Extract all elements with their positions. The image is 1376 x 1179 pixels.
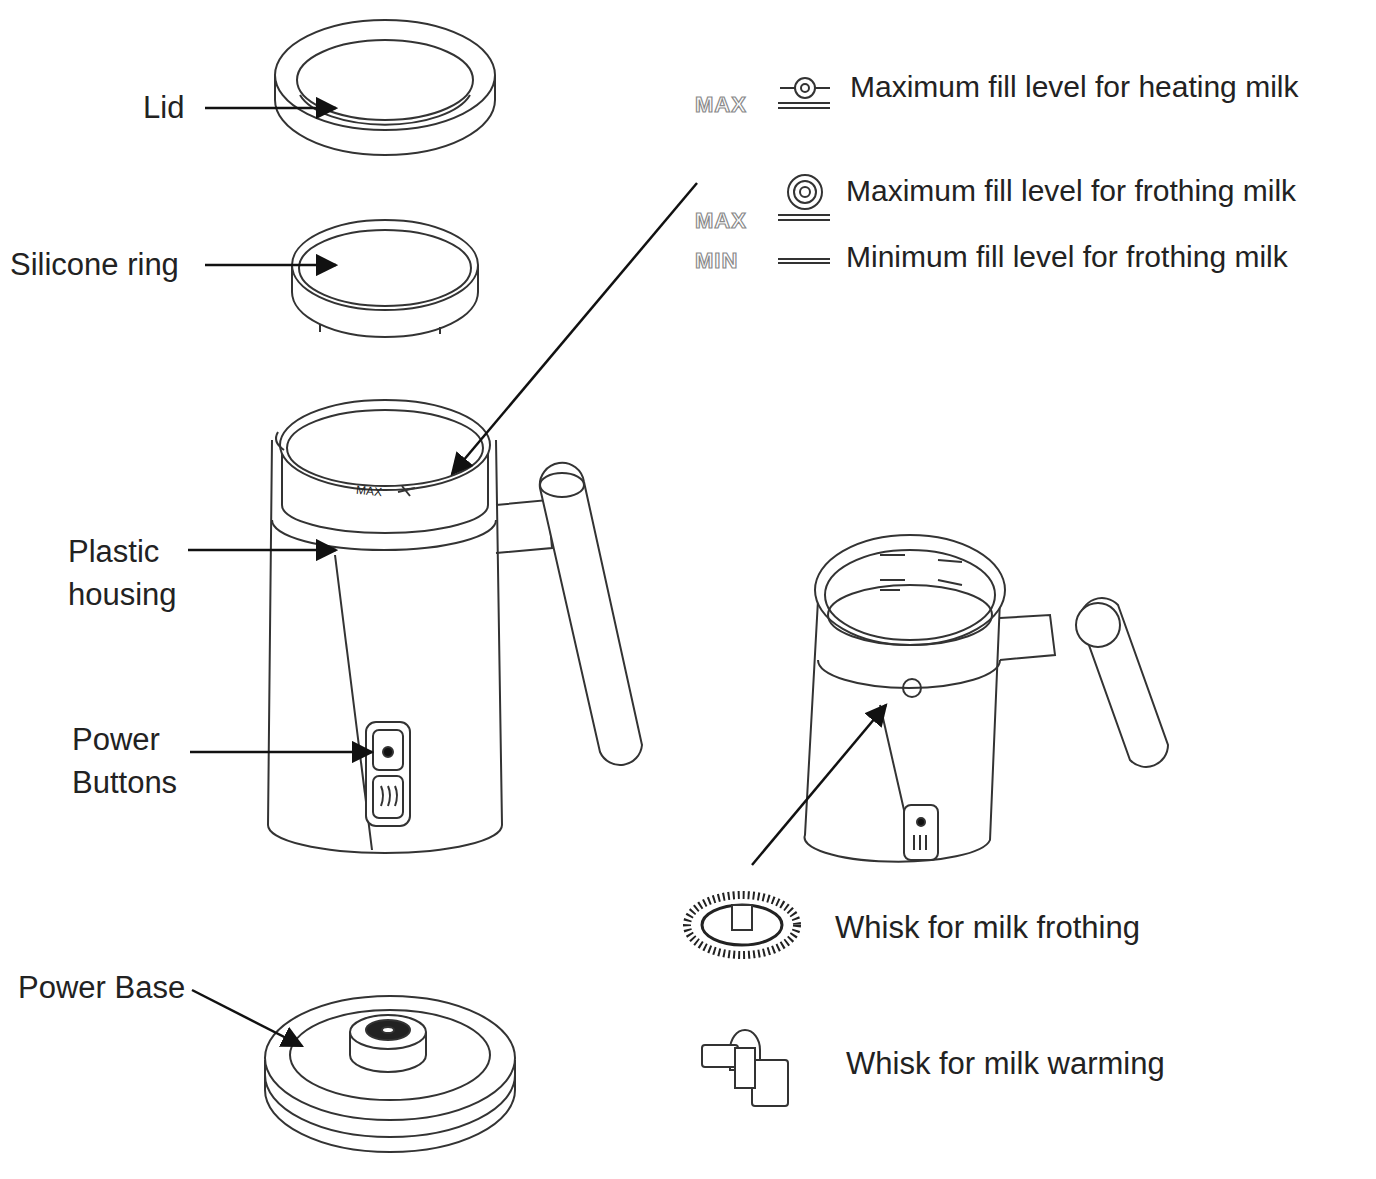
legend-item: Maximum fill level for heating milk xyxy=(850,66,1370,108)
part-label: Plastic housing xyxy=(68,530,193,617)
legend-item: Minimum fill level for frothing milk xyxy=(846,236,1371,278)
leader-lines xyxy=(188,108,886,1046)
legend-text: Maximum fill level for heating milk xyxy=(850,70,1298,103)
legend-item: Maximum fill level for frothing milk xyxy=(846,170,1371,212)
jug-top-view-drawing xyxy=(805,535,1168,862)
fill-mark: MAX xyxy=(695,90,765,121)
legend-text: Minimum fill level for frothing milk xyxy=(846,240,1288,273)
legend-text: Maximum fill level for frothing milk xyxy=(846,174,1296,207)
part-label: Whisk for milk frothing xyxy=(835,906,1235,949)
silicone-ring-drawing xyxy=(292,220,478,337)
lid-drawing xyxy=(275,20,495,155)
jug-drawing xyxy=(268,400,642,853)
part-label: Lid xyxy=(143,86,263,129)
fill-mark: MAX xyxy=(695,206,765,237)
warming-whisk-drawing xyxy=(702,1030,788,1106)
frothing-whisk-drawing xyxy=(687,895,797,955)
part-label: Whisk for milk warming xyxy=(846,1042,1246,1085)
fill-mark: MIN xyxy=(695,246,765,277)
part-label: Silicone ring xyxy=(10,243,210,286)
power-base-drawing xyxy=(265,996,515,1152)
part-label: Power Base xyxy=(18,966,198,1009)
fill-level-symbols xyxy=(778,78,830,263)
part-label: Power Buttons xyxy=(72,718,197,805)
